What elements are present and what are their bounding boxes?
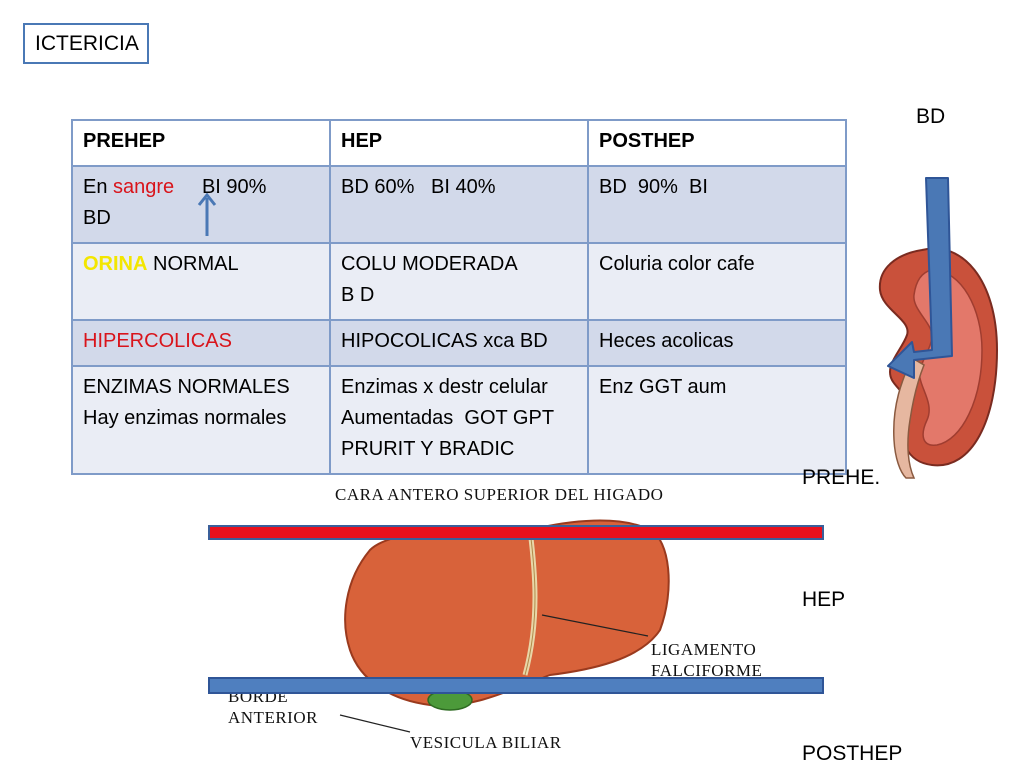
bilirubin-flow-arrow-icon bbox=[887, 177, 953, 379]
label-falciforme: FALCIFORME bbox=[651, 661, 763, 680]
label-hep: HEP bbox=[802, 588, 846, 611]
highlight-sangre: sangre bbox=[113, 176, 175, 198]
label-anterior: ANTERIOR bbox=[228, 708, 318, 727]
cell-hep-enzymes: Enzimas x destr celular Aumentadas GOT G… bbox=[329, 365, 589, 475]
cell-prehep-enzymes: ENZIMAS NORMALES Hay enzimas normales bbox=[71, 365, 331, 475]
label-bd: BD bbox=[916, 105, 946, 128]
label-posthep: POSTHEP bbox=[802, 742, 903, 765]
table-row: ORINA NORMAL COLU MODERADA B D Coluria c… bbox=[71, 242, 847, 321]
highlight-orina: ORINA bbox=[83, 253, 148, 275]
header-prehep: PREHEP bbox=[71, 119, 331, 167]
cell-hep-stool: HIPOCOLICAS xca BD bbox=[329, 319, 589, 367]
label-prehep: PREHE. bbox=[802, 466, 881, 489]
cell-posthep-stool: Heces acolicas bbox=[587, 319, 847, 367]
table-row: ENZIMAS NORMALES Hay enzimas normales En… bbox=[71, 365, 847, 475]
liver-illustration bbox=[339, 519, 670, 733]
cell-prehep-blood: En sangre BI 90% BD bbox=[71, 165, 331, 244]
header-hep: HEP bbox=[329, 119, 589, 167]
jaundice-table: PREHEP HEP POSTHEP En sangre BI 90% BD B… bbox=[71, 119, 847, 475]
table-header-row: PREHEP HEP POSTHEP bbox=[71, 119, 847, 167]
slide-title: ICTERICIA bbox=[23, 23, 149, 64]
cell-hep-blood: BD 60% BI 40% bbox=[329, 165, 589, 244]
red-bar bbox=[208, 525, 824, 540]
cell-prehep-urine: ORINA NORMAL bbox=[71, 242, 331, 321]
cell-posthep-blood: BD 90% BI bbox=[587, 165, 847, 244]
cell-hep-urine: COLU MODERADA B D bbox=[329, 242, 589, 321]
header-posthep: POSTHEP bbox=[587, 119, 847, 167]
blue-bar bbox=[208, 677, 824, 694]
table-row: HIPERCOLICAS HIPOCOLICAS xca BD Heces ac… bbox=[71, 319, 847, 367]
up-arrow-icon bbox=[197, 192, 217, 236]
diagram-title: CARA ANTERO SUPERIOR DEL HIGADO bbox=[335, 485, 664, 504]
cell-posthep-urine: Coluria color cafe bbox=[587, 242, 847, 321]
cell-prehep-stool: HIPERCOLICAS bbox=[71, 319, 331, 367]
label-vesicula: VESICULA BILIAR bbox=[410, 733, 562, 752]
cell-posthep-enzymes: Enz GGT aum bbox=[587, 365, 847, 475]
table-row: En sangre BI 90% BD BD 60% BI 40% BD 90%… bbox=[71, 165, 847, 244]
label-ligamento: LIGAMENTO bbox=[651, 640, 757, 659]
